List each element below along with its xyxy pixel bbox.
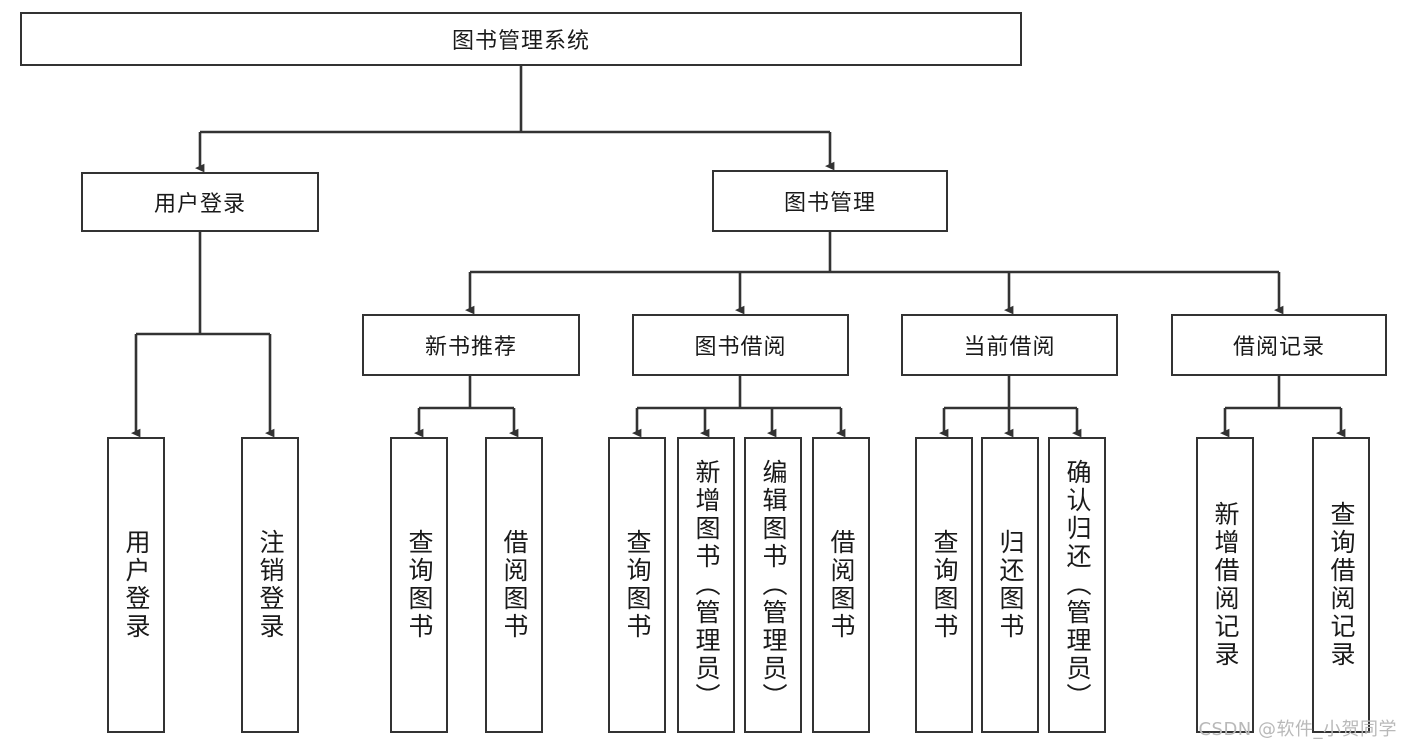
node-label: 图书借阅 [694, 335, 787, 360]
leaf-user-login-1[interactable]: 用户登录 [107, 437, 165, 733]
leaf-book-borrow-1[interactable]: 查询图书 [608, 437, 666, 733]
csdn-watermark: CSDN @软件_小贺同学 [1198, 719, 1397, 740]
leaf-borrow-record-2[interactable]: 查询借阅记录 [1312, 437, 1370, 733]
node-label: 新增图书（管理员） [692, 459, 721, 711]
node-label: 确认归还（管理员） [1063, 459, 1092, 711]
node-label: 查询借阅记录 [1327, 501, 1356, 669]
node-book-borrow[interactable]: 图书借阅 [632, 314, 849, 376]
node-root-system[interactable]: 图书管理系统 [20, 12, 1022, 66]
leaf-book-borrow-2[interactable]: 新增图书（管理员） [677, 437, 735, 733]
leaf-borrow-record-1[interactable]: 新增借阅记录 [1196, 437, 1254, 733]
node-label: 图书管理 [783, 191, 876, 216]
node-book-management[interactable]: 图书管理 [712, 170, 948, 232]
leaf-current-borrow-1[interactable]: 查询图书 [915, 437, 973, 733]
node-label: 借阅图书 [500, 529, 529, 641]
node-label: 当前借阅 [963, 335, 1056, 360]
node-user-login[interactable]: 用户登录 [81, 172, 319, 232]
node-label: 新书推荐 [424, 335, 517, 360]
node-current-borrow[interactable]: 当前借阅 [901, 314, 1118, 376]
node-label: 注销登录 [256, 529, 285, 641]
leaf-new-book-recommend-1[interactable]: 查询图书 [390, 437, 448, 733]
node-new-book-recommend[interactable]: 新书推荐 [362, 314, 580, 376]
node-label: 查询图书 [405, 529, 434, 641]
node-label: 借阅图书 [827, 529, 856, 641]
leaf-current-borrow-2[interactable]: 归还图书 [981, 437, 1039, 733]
node-label: 编辑图书（管理员） [759, 459, 788, 711]
leaf-book-borrow-4[interactable]: 借阅图书 [812, 437, 870, 733]
leaf-current-borrow-3[interactable]: 确认归还（管理员） [1048, 437, 1106, 733]
node-label: 借阅记录 [1232, 335, 1325, 360]
node-label: 用户登录 [122, 529, 151, 641]
node-label: 归还图书 [996, 529, 1025, 641]
node-label: 用户登录 [153, 192, 246, 217]
node-label: 图书管理系统 [451, 29, 590, 54]
node-borrow-record[interactable]: 借阅记录 [1171, 314, 1387, 376]
node-label: 查询图书 [930, 529, 959, 641]
leaf-book-borrow-3[interactable]: 编辑图书（管理员） [744, 437, 802, 733]
node-label: 新增借阅记录 [1211, 501, 1240, 669]
leaf-user-login-2[interactable]: 注销登录 [241, 437, 299, 733]
node-label: 查询图书 [623, 529, 652, 641]
leaf-new-book-recommend-2[interactable]: 借阅图书 [485, 437, 543, 733]
